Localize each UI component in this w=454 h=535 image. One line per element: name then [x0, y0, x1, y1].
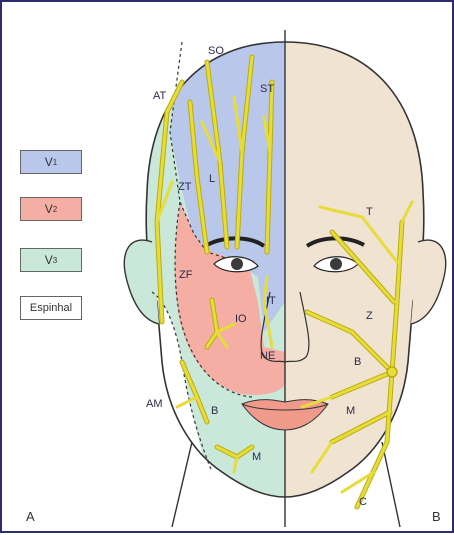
legend-v3-base: V	[45, 253, 53, 267]
neck-right	[382, 442, 400, 527]
legend-v2: V2	[20, 197, 82, 221]
label-c: C	[359, 496, 367, 508]
label-m-right: M	[346, 405, 355, 417]
legend-v1-base: V	[45, 155, 53, 169]
label-it: IT	[266, 295, 276, 307]
label-zt: ZT	[178, 181, 192, 193]
label-z: Z	[366, 310, 373, 322]
panel-letter-b: B	[432, 509, 441, 524]
panel-letter-a: A	[26, 509, 35, 524]
neck-left	[172, 442, 192, 527]
label-at: AT	[153, 90, 167, 102]
label-ne: NE	[260, 350, 275, 362]
label-m-left: M	[252, 451, 261, 463]
label-st: ST	[260, 83, 274, 95]
right-iris	[330, 258, 342, 270]
legend-v1-sub: 1	[53, 158, 57, 167]
label-io: IO	[235, 313, 247, 325]
label-b-right: B	[354, 356, 361, 368]
facial-nerve-trunk	[387, 367, 397, 377]
legend-espinhal-label: Espinhal	[30, 302, 72, 314]
label-t: T	[366, 206, 373, 218]
label-l: L	[209, 173, 215, 185]
label-zf: ZF	[179, 269, 193, 281]
legend-v1: V1	[20, 150, 82, 174]
legend-v3-sub: 3	[53, 256, 57, 265]
left-iris	[231, 258, 243, 270]
legend-v2-sub: 2	[53, 205, 57, 214]
label-b-left: B	[211, 405, 218, 417]
label-so: SO	[208, 45, 224, 57]
legend-espinhal: Espinhal	[20, 296, 82, 320]
label-am: AM	[146, 398, 163, 410]
legend-v3: V3	[20, 248, 82, 272]
legend-v2-base: V	[45, 202, 53, 216]
